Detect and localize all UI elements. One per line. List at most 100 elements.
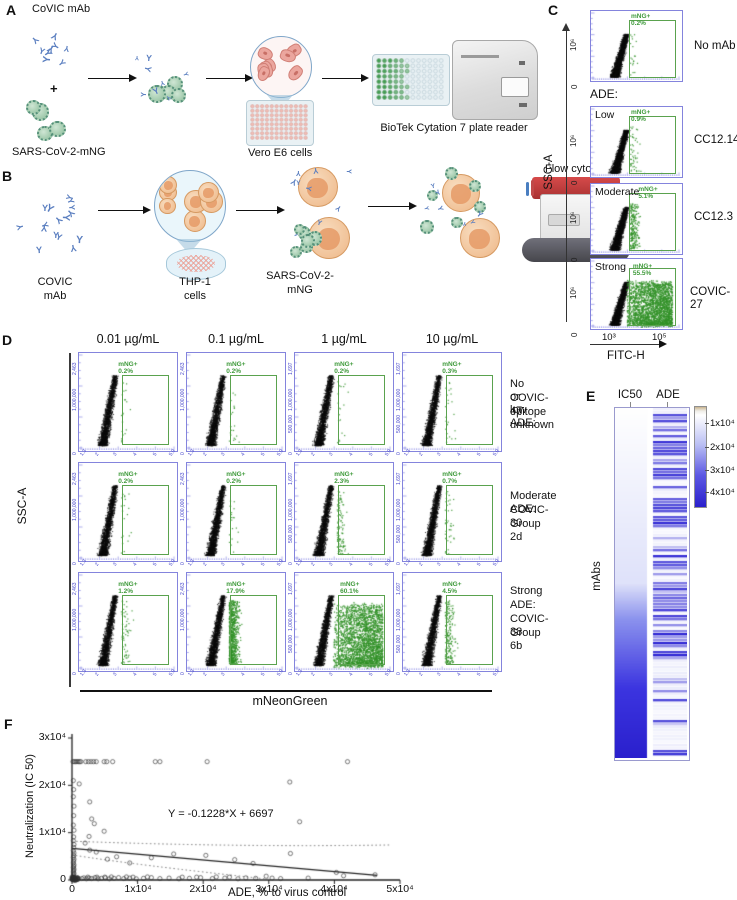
thp1-cells-circle-icon	[154, 170, 226, 242]
regression-equation: Y = -0.1228*X + 6697	[168, 808, 274, 820]
d-x-micro: 1.3	[295, 668, 304, 678]
d-y-micro: 500,000	[396, 414, 402, 433]
gate-label: mNG+0.2%	[118, 360, 138, 375]
d-row-label: epitope unknown	[510, 406, 555, 431]
d-x-micro: 1.3	[295, 558, 304, 568]
d-row-label: COVIC-47	[510, 392, 549, 417]
c-y-tick: 10⁶	[569, 286, 578, 299]
colorbar-tick	[705, 423, 709, 424]
antibody-icon: Y	[36, 245, 43, 256]
d-x-micro: 4	[132, 561, 139, 568]
d-x-micro: 4	[456, 561, 463, 568]
panel-b-virus-label-2: mNG	[287, 284, 313, 296]
virus-icon	[289, 246, 302, 259]
mng-gate	[446, 374, 494, 446]
d-x-micro: 5.9	[276, 448, 285, 458]
d-y-micro: 0	[72, 562, 78, 565]
d-row-label: Moderate ADE:	[510, 490, 557, 515]
d-x-micro: 1.3	[187, 448, 196, 458]
d-x-micro: 5.9	[276, 668, 285, 678]
d-col-header: 10 µg/mL	[425, 332, 479, 346]
vero-cell-icon	[285, 63, 306, 84]
virus-icon	[468, 180, 482, 193]
flow-plot-c-covic-27: mNG+55.5% Strong	[590, 258, 683, 330]
d-y-micro: 0	[72, 452, 78, 455]
d-y-micro: 1,000,000	[396, 498, 402, 521]
vero-cells-circle-icon	[250, 36, 312, 98]
e-tick	[667, 402, 668, 407]
gate-label: mNG+17.9%	[226, 580, 246, 595]
d-y-micro: 500,000	[288, 414, 294, 433]
ade-level-label: Low	[595, 109, 615, 121]
panel-b-cells-label-1: THP-1	[179, 276, 211, 288]
panel-b-virus-label-1: SARS-CoV-2-	[266, 270, 334, 282]
virus-icon	[148, 85, 167, 104]
antibody-icon: Y	[142, 64, 154, 74]
c-y-tick: 10⁶	[569, 38, 578, 51]
ade-header: ADE:	[590, 87, 619, 101]
d-y-micro: 0	[288, 672, 294, 675]
d-y-micro: 1,697	[288, 362, 294, 375]
panel-a-label: A	[6, 2, 17, 18]
antibody-icon: Y	[63, 43, 71, 54]
virus-icon	[170, 87, 186, 103]
panel-e-label: E	[586, 388, 596, 404]
d-y-micro: 500,000	[288, 634, 294, 653]
d-y-micro: 1,000,000	[396, 388, 402, 411]
d-x-micro: 4	[348, 451, 355, 458]
d-x-micro: 4	[240, 561, 247, 568]
d-x-micro: 3	[220, 451, 227, 458]
d-x-micro: 2	[202, 671, 209, 678]
virus-icon	[293, 223, 305, 235]
flow-plot-c-cc12-3: mNG+5.1% Moderate	[590, 183, 683, 255]
reader-vent	[519, 103, 527, 107]
d-row-label: Strong	[510, 585, 543, 597]
antibody-icon: Y	[422, 205, 431, 211]
d-y-micro: 0	[72, 672, 78, 675]
antibody-icon: Y	[49, 29, 61, 43]
virus-cluster-icon	[286, 221, 332, 261]
virus-cluster-icon	[22, 96, 80, 146]
panel-a-cells-label: Vero E6 cells	[248, 147, 313, 159]
d-y-micro: 1,000,000	[180, 608, 186, 631]
ade-level-label: Moderate	[595, 186, 640, 198]
f-x-tick: 1x10⁴	[124, 883, 152, 895]
d-x-micro: 5	[152, 451, 159, 458]
thp1-cell-icon	[442, 174, 480, 212]
virus-icon	[301, 234, 315, 248]
d-row-label: ADE:	[510, 599, 536, 611]
gate-label: mNG+60.1%	[340, 580, 360, 595]
antibody-icon: Y	[29, 34, 42, 46]
antibody-icon: Y	[59, 213, 72, 221]
d-x-micro: 2	[418, 561, 425, 568]
gate-label: mNG+0.2%	[226, 360, 246, 375]
panel-f-x-axis-label: ADE, % to virus control	[228, 887, 347, 899]
d-x-micro: 2	[94, 451, 101, 458]
d-y-micro: 0	[396, 672, 402, 675]
d-x-micro: 4	[240, 671, 247, 678]
d-y-micro: 2,463	[180, 582, 186, 595]
plate-reader-icon	[452, 40, 538, 120]
arrow-icon	[236, 206, 285, 215]
d-x-micro: 1.3	[403, 558, 412, 568]
virus-icon	[49, 120, 67, 138]
f-y-tick: 1x10⁴	[38, 826, 66, 838]
e-col-header-ic50: IC50	[617, 389, 643, 401]
d-col-header: 1 µg/mL	[321, 332, 367, 346]
gate-label: mNG+0.2%	[334, 360, 354, 375]
d-x-micro: 3	[436, 671, 443, 678]
c-right-label: COVIC-27	[690, 286, 731, 311]
